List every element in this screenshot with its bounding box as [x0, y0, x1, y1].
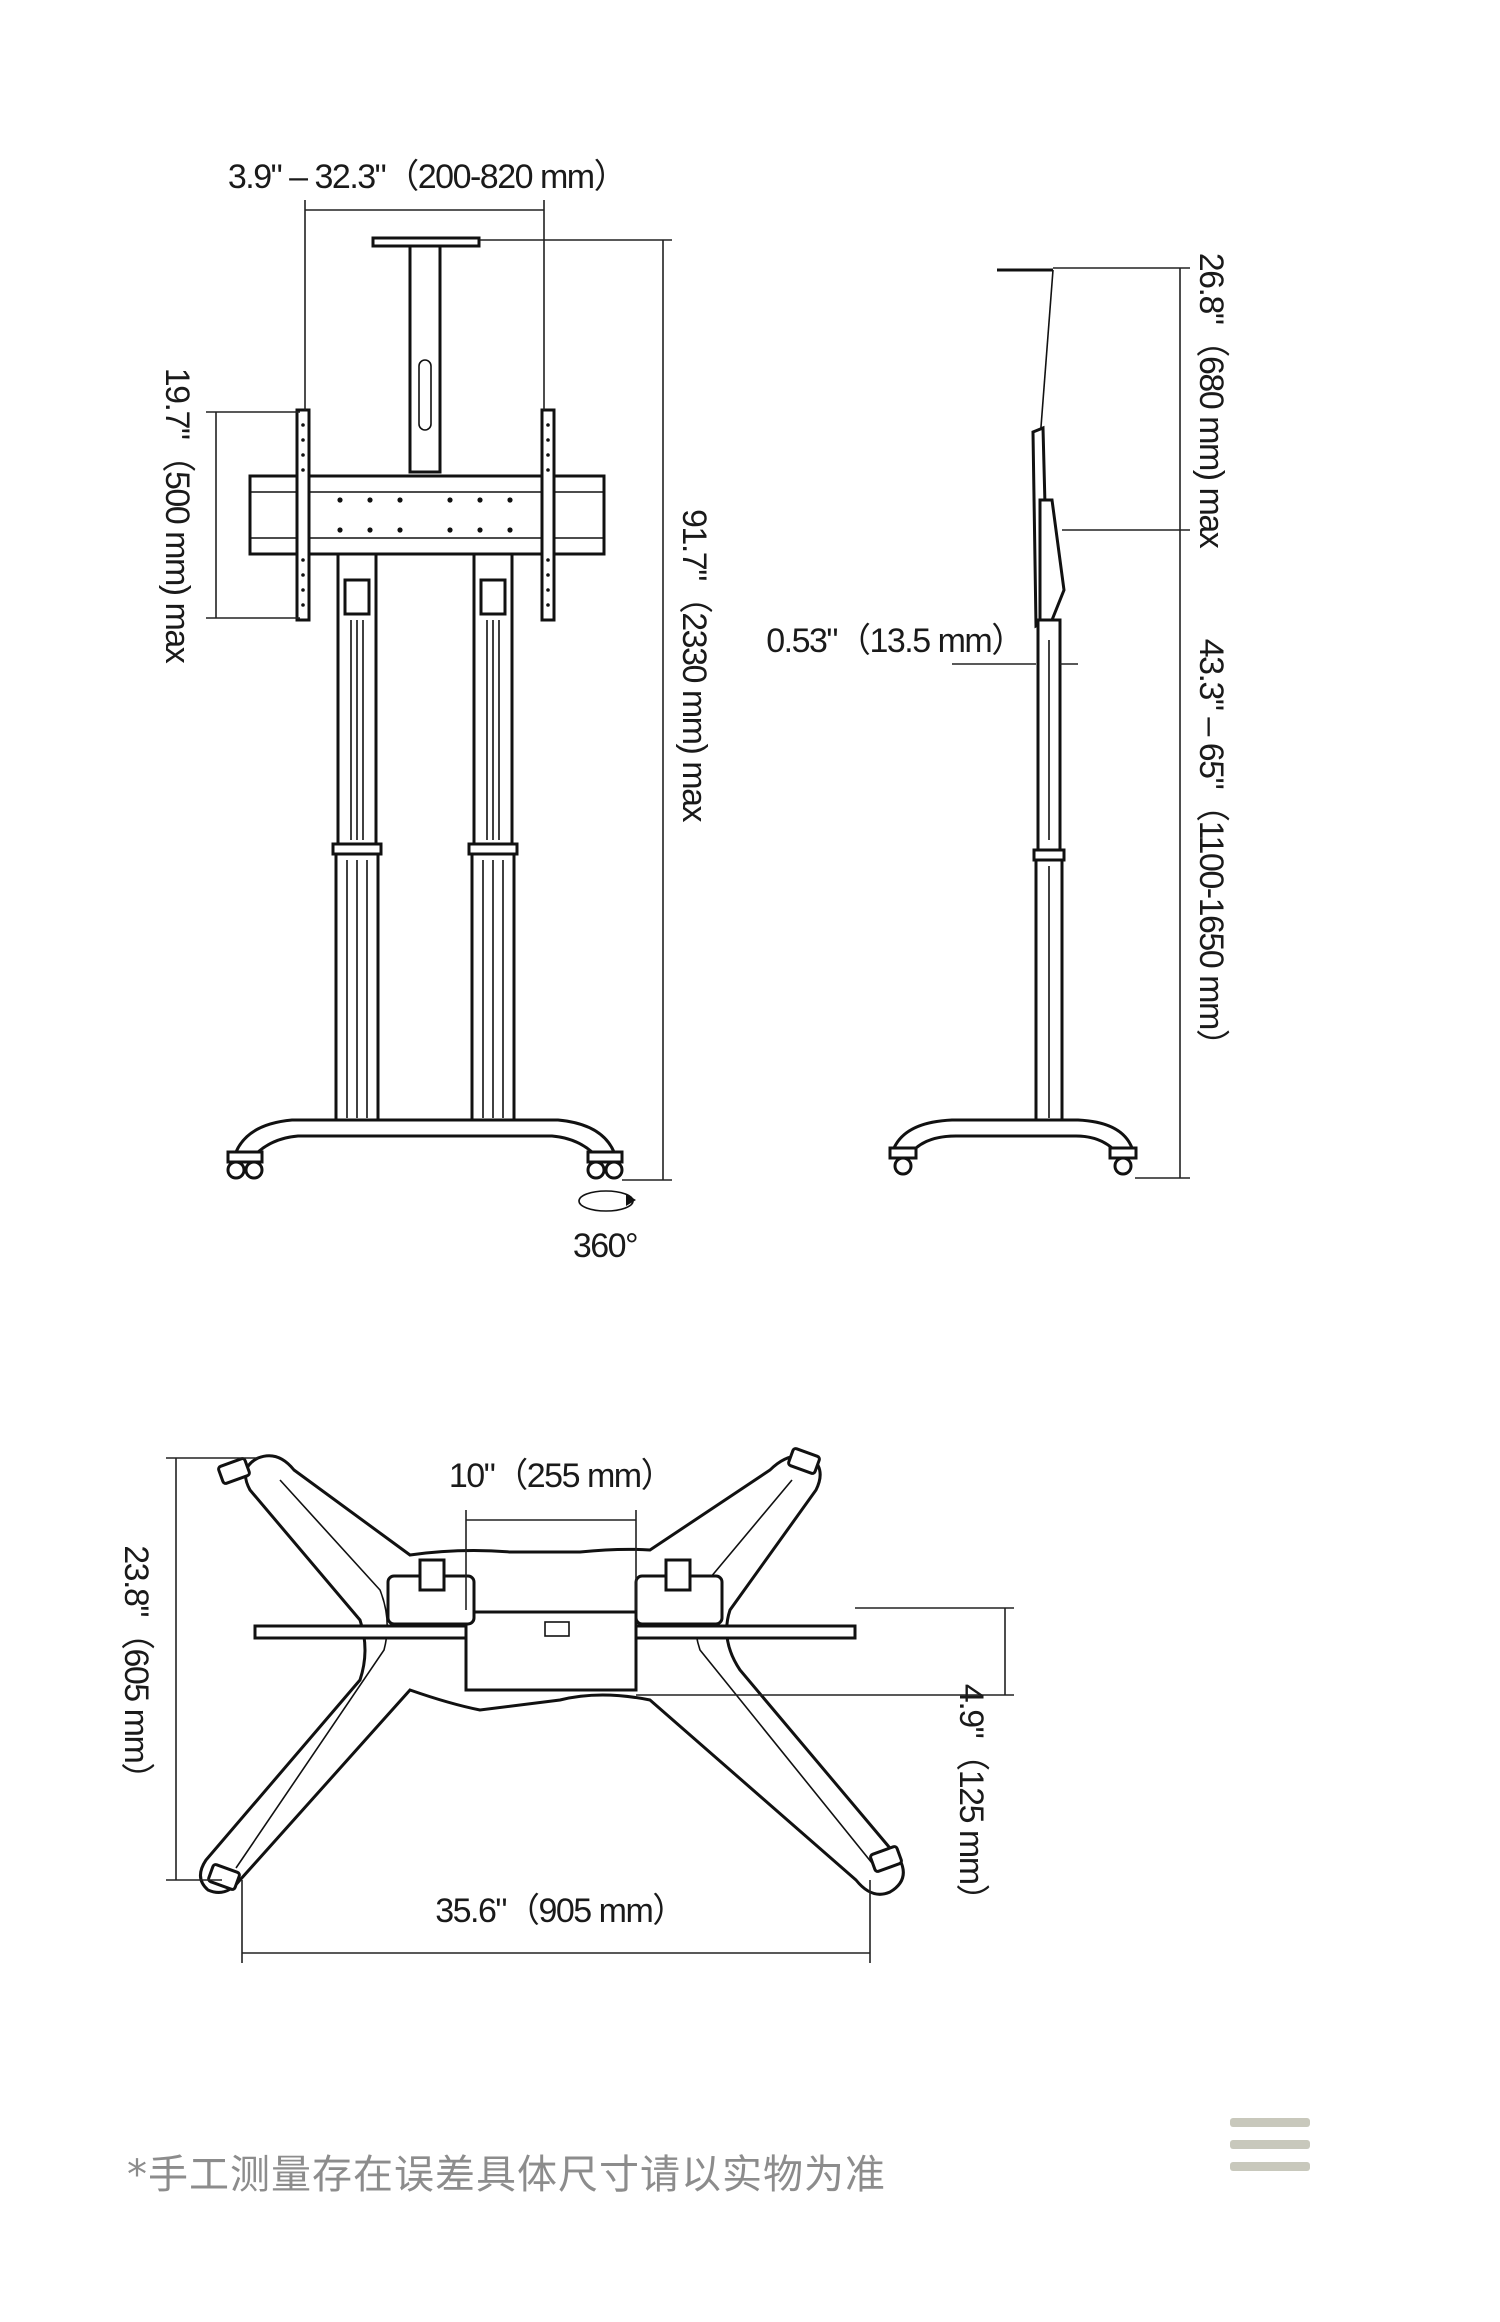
top-view: 10"（255 mm） 23.8"（605 mm） 35.6"（905 mm） …	[117, 1447, 1014, 1963]
front-view: 360° 3.9" – 32.3"（200-820 mm） 19.7"（500 …	[158, 158, 713, 1265]
clamp-right	[479, 578, 507, 616]
clamp-left	[343, 578, 371, 616]
base-width-label: 35.6"（905 mm）	[435, 1892, 685, 1930]
rotation-arrow-icon	[578, 1190, 636, 1212]
clamp-knob-left	[418, 1558, 446, 1592]
side-mount-plate	[1038, 498, 1066, 622]
total-height-label: 91.7"（2330 mm) max	[675, 509, 713, 822]
offset-label: 4.9"（125 mm）	[952, 1684, 990, 1916]
side-base	[892, 1118, 1134, 1153]
vesa-arm-right	[540, 408, 556, 622]
center-housing	[464, 1610, 638, 1692]
depth-label: 23.8"（605 mm）	[117, 1545, 155, 1795]
top-caster-4	[869, 1845, 903, 1873]
vesa-arm-left	[295, 408, 311, 622]
menu-button[interactable]	[1222, 2098, 1312, 2188]
rotation-label: 360°	[573, 1227, 637, 1265]
top-caster-2	[787, 1447, 821, 1475]
top-caster-1	[217, 1457, 251, 1485]
center-column	[408, 244, 442, 474]
disclaimer-footnote: *手工测量存在误差具体尺寸请以实物为准	[127, 2152, 886, 2198]
clamp-knob-right	[664, 1558, 692, 1592]
caster-left	[226, 1150, 264, 1180]
gap-label: 0.53"（13.5 mm）	[766, 622, 1024, 660]
width-range-label: 3.9" – 32.3"（200-820 mm）	[228, 158, 626, 196]
side-caster-right	[1108, 1146, 1138, 1176]
side-view: 26.8"（680 mm) max 43.3" – 65"（1100-1650 …	[766, 253, 1230, 1179]
side-caster-left	[888, 1146, 918, 1176]
top-extension-label: 26.8"（680 mm) max	[1192, 253, 1230, 549]
column-slot	[418, 359, 432, 431]
crossbar-holes	[337, 497, 513, 533]
height-range-label: 43.3" – 65"（1100-1650 mm）	[1192, 639, 1230, 1062]
vesa-height-label: 19.7"（500 mm) max	[158, 368, 196, 664]
front-base	[234, 1118, 616, 1157]
top-caster-3	[207, 1863, 241, 1891]
caster-right	[586, 1150, 624, 1180]
inner-width-label: 10"（255 mm）	[449, 1457, 673, 1495]
